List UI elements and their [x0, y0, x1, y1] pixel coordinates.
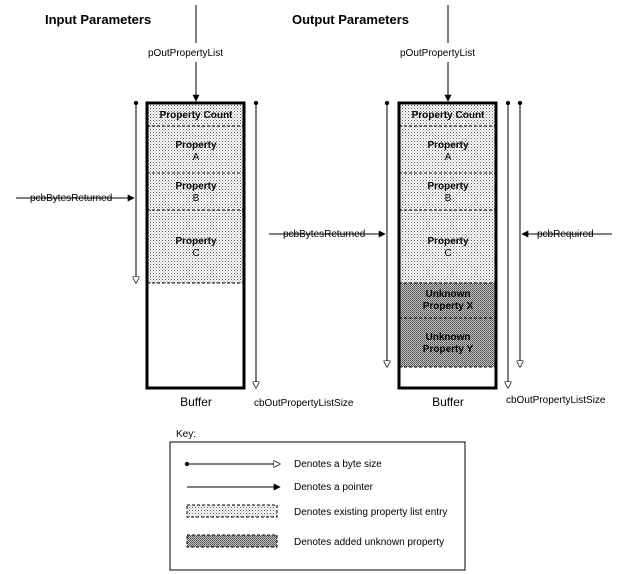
- input-entry-a-letter: A: [193, 152, 200, 163]
- key-byte-size-label: Denotes a byte size: [294, 459, 382, 470]
- key-pointer-label: Denotes a pointer: [294, 482, 374, 493]
- key-existing-entry-label: Denotes existing property list entry: [294, 507, 447, 518]
- output-entry-c-title: Property: [427, 236, 469, 247]
- output-panel: pOutPropertyList Property Count Property…: [269, 5, 612, 409]
- key-unknown-property-swatch: [186, 534, 278, 548]
- output-parameters-heading: Output Parameters: [292, 12, 409, 27]
- key-legend: Key: Denotes a byte size Denotes a point…: [169, 429, 466, 571]
- output-entry-a-letter: A: [445, 152, 452, 163]
- input-entry-b-letter: B: [193, 193, 200, 204]
- input-size-label: cbOutPropertyListSize: [254, 398, 354, 409]
- input-buffer-label: Buffer: [180, 395, 212, 409]
- output-entry-a-title: Property: [427, 140, 469, 151]
- input-parameters-heading: Input Parameters: [45, 12, 151, 27]
- input-bytes-returned-label: pcbBytesReturned: [30, 193, 112, 204]
- input-buffer: [145, 101, 246, 390]
- output-buffer: [397, 101, 498, 390]
- output-entry-y-title: Unknown: [426, 332, 471, 343]
- key-existing-entry-swatch: [186, 504, 278, 518]
- input-entry-b-title: Property: [175, 181, 217, 192]
- output-entry-b-letter: B: [445, 193, 452, 204]
- input-entry-c-title: Property: [175, 236, 217, 247]
- output-pointer-label: pOutPropertyList: [400, 48, 475, 59]
- output-size-label: cbOutPropertyListSize: [506, 395, 606, 406]
- output-entry-y-subtitle: Property Y: [423, 344, 474, 355]
- input-pointer-label: pOutPropertyList: [148, 48, 223, 59]
- input-panel: pOutPropertyList Property Count Property…: [16, 5, 354, 409]
- key-title: Key:: [176, 429, 196, 440]
- output-entry-c-letter: C: [444, 248, 451, 259]
- output-entry-b-title: Property: [427, 181, 469, 192]
- output-entry-property-count: Property Count: [412, 110, 485, 121]
- input-entry-a-title: Property: [175, 140, 217, 151]
- output-required-label: pcbRequired: [537, 229, 594, 240]
- input-entry-c-letter: C: [192, 248, 199, 259]
- key-unknown-property-label: Denotes added unknown property: [294, 537, 444, 548]
- output-bytes-returned-label: pcbBytesReturned: [283, 229, 365, 240]
- output-entry-x-subtitle: Property X: [423, 301, 474, 312]
- output-buffer-label: Buffer: [432, 395, 464, 409]
- output-entry-x-title: Unknown: [426, 289, 471, 300]
- input-entry-property-count: Property Count: [160, 110, 233, 121]
